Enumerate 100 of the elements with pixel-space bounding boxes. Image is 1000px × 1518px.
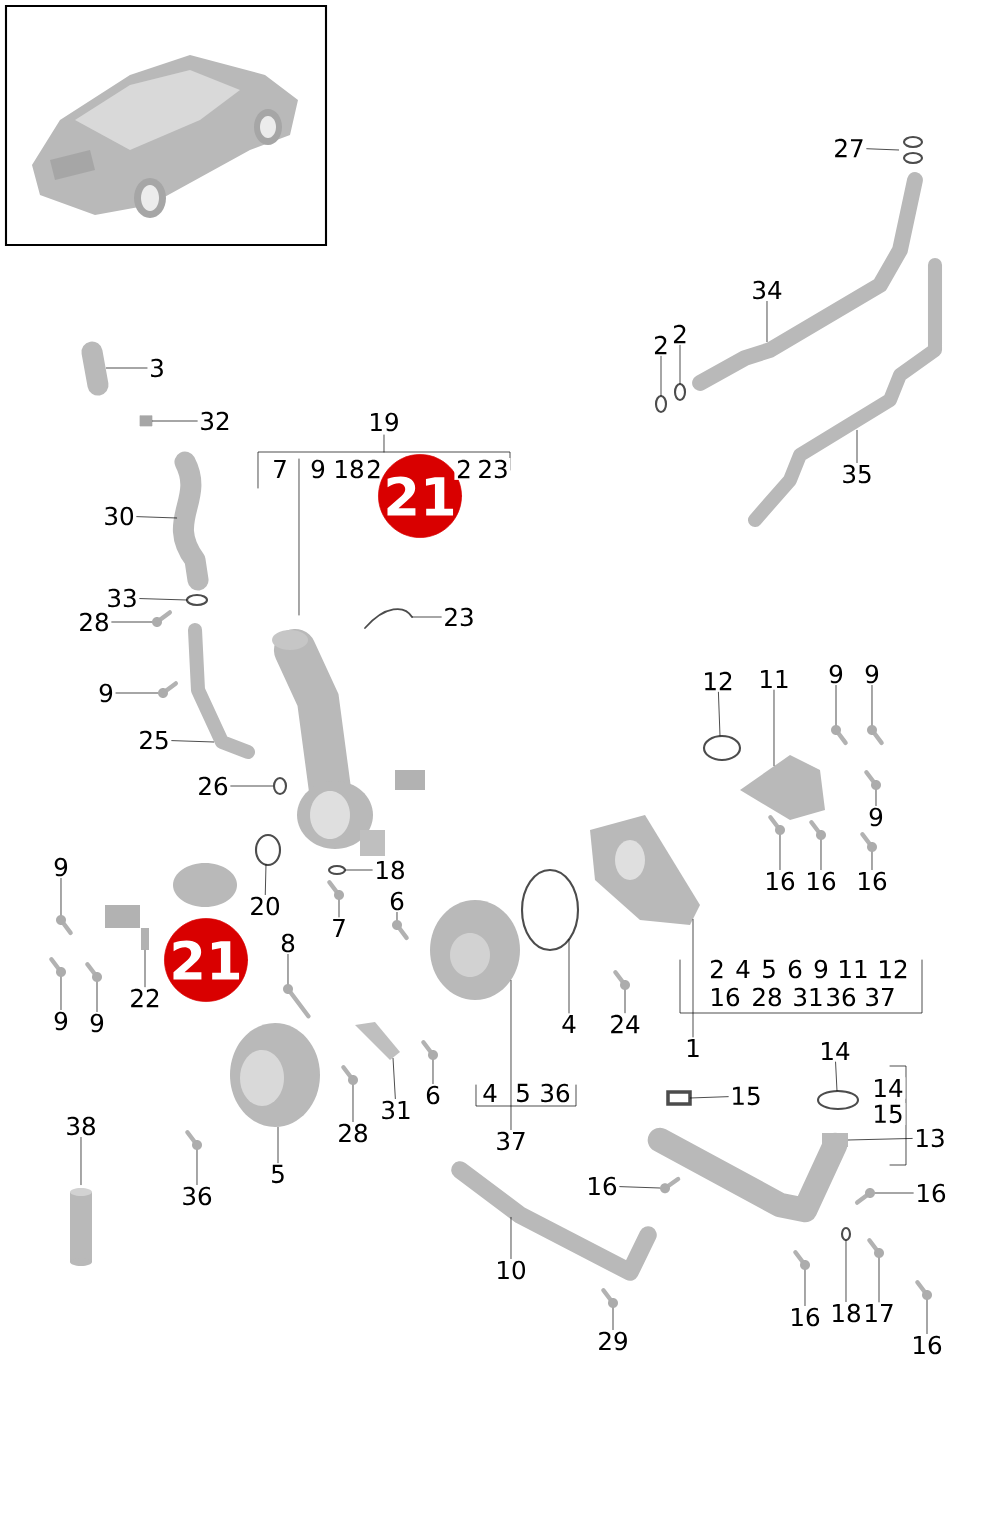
bolt-drawing bbox=[392, 920, 409, 940]
leader-line bbox=[820, 840, 822, 870]
callout-number: 17 bbox=[866, 1304, 893, 1322]
callout-number: 3 bbox=[151, 358, 163, 378]
wire-clip-drawing bbox=[364, 608, 413, 629]
leader-line bbox=[392, 1058, 396, 1099]
leader-line bbox=[848, 1138, 913, 1141]
ring-drawing bbox=[654, 394, 668, 414]
ring-drawing bbox=[254, 833, 282, 867]
leader-line bbox=[432, 1060, 434, 1084]
leader-line bbox=[878, 1258, 880, 1303]
callout-number: 36 bbox=[183, 1186, 212, 1206]
callout-number: 28 bbox=[749, 985, 785, 1009]
callout-number: 16 bbox=[792, 1307, 820, 1327]
callout-number: 36 bbox=[537, 1081, 573, 1105]
leader-line bbox=[624, 990, 626, 1014]
bolt-drawing bbox=[860, 832, 877, 852]
callout-number: 16 bbox=[767, 871, 795, 891]
ring-drawing bbox=[902, 135, 924, 165]
callout-number: 14 bbox=[870, 1077, 906, 1099]
bolt-drawing bbox=[341, 1065, 358, 1085]
bolt-drawing bbox=[864, 770, 881, 790]
leader-line bbox=[80, 1137, 82, 1185]
callout-number: 6 bbox=[785, 957, 805, 981]
callout-number: 16 bbox=[914, 1335, 942, 1355]
leader-line bbox=[277, 1127, 279, 1164]
leader-line bbox=[510, 980, 512, 1130]
leader-line bbox=[871, 852, 873, 870]
bolt-drawing bbox=[831, 725, 848, 745]
pipe-drawing bbox=[692, 172, 923, 391]
callout-number: 27 bbox=[835, 138, 863, 158]
leader-line bbox=[845, 1240, 847, 1302]
leader-line bbox=[412, 616, 442, 618]
seal-drawing bbox=[666, 1090, 692, 1106]
callout-number: 34 bbox=[753, 280, 782, 300]
callout-number: 29 bbox=[599, 1331, 627, 1351]
bracket-plate-drawing bbox=[355, 1022, 400, 1060]
bolt-drawing bbox=[855, 1188, 875, 1205]
callout-number: 15 bbox=[733, 1086, 760, 1106]
bolt-drawing bbox=[283, 984, 311, 1019]
callout-badge: 21 bbox=[164, 918, 248, 1002]
cylinder-drawing bbox=[70, 1188, 92, 1266]
callout-number: 14 bbox=[822, 1042, 850, 1060]
ring-drawing bbox=[185, 593, 209, 607]
bolt-drawing bbox=[613, 970, 630, 990]
leader-line bbox=[690, 1096, 729, 1099]
callout-number: 28 bbox=[339, 1123, 367, 1143]
callout-number: 9 bbox=[865, 664, 879, 684]
callout-number: 37 bbox=[862, 985, 898, 1009]
bolt-drawing bbox=[809, 820, 826, 840]
leader-line bbox=[718, 691, 721, 736]
leader-line bbox=[871, 685, 873, 725]
callout-number: 9 bbox=[308, 457, 328, 481]
leader-line bbox=[692, 919, 694, 1038]
callout-number: 37 bbox=[497, 1131, 525, 1151]
callout-number: 24 bbox=[611, 1014, 640, 1034]
leader-line bbox=[835, 1061, 838, 1091]
bolt-drawing bbox=[158, 681, 178, 698]
callout-number: 36 bbox=[823, 985, 859, 1009]
leader-line bbox=[875, 1192, 914, 1194]
callout-number: 31 bbox=[790, 985, 826, 1009]
leader-line bbox=[345, 869, 373, 871]
leader-line bbox=[287, 954, 289, 984]
callout-number: 4 bbox=[480, 1082, 500, 1104]
callout-number: 7 bbox=[270, 458, 290, 480]
callout-number: 1 bbox=[687, 1039, 699, 1057]
bolt-drawing bbox=[768, 815, 785, 835]
callout-number: 6 bbox=[426, 1085, 440, 1105]
ring-drawing bbox=[702, 734, 742, 762]
callout-number: 23 bbox=[445, 607, 473, 627]
callout-number: 9 bbox=[90, 1013, 104, 1033]
callout-number: 22 bbox=[131, 988, 159, 1008]
leader-line bbox=[875, 790, 877, 806]
callout-number: 16 bbox=[859, 871, 887, 891]
leader-line bbox=[60, 878, 62, 915]
pipe-drawing bbox=[187, 623, 256, 760]
ring-drawing bbox=[520, 868, 580, 952]
leader-line bbox=[60, 977, 62, 1010]
leader-line bbox=[196, 1150, 198, 1185]
callout-number: 8 bbox=[281, 933, 295, 953]
ring-drawing bbox=[272, 776, 288, 796]
leader-line bbox=[612, 1308, 614, 1330]
callout-number: 2 bbox=[673, 324, 686, 344]
pulley-drawing bbox=[230, 1023, 320, 1127]
leader-line bbox=[835, 685, 837, 725]
callout-number: 16 bbox=[707, 985, 743, 1009]
callout-number: 18 bbox=[377, 860, 404, 880]
bolt-drawing bbox=[327, 880, 344, 900]
leader-line bbox=[106, 367, 148, 369]
leader-line bbox=[352, 1085, 354, 1122]
callout-number: 18 bbox=[331, 457, 367, 481]
leader-line bbox=[804, 1270, 806, 1306]
callout-number: 32 bbox=[201, 411, 229, 431]
leader-line bbox=[338, 900, 340, 918]
bolt-drawing bbox=[421, 1040, 438, 1060]
pipe-drawing bbox=[747, 258, 943, 528]
leader-line bbox=[926, 1300, 928, 1334]
callout-number: 11 bbox=[761, 670, 788, 688]
callout-number: 13 bbox=[917, 1128, 944, 1148]
callout-number: 5 bbox=[513, 1082, 533, 1104]
